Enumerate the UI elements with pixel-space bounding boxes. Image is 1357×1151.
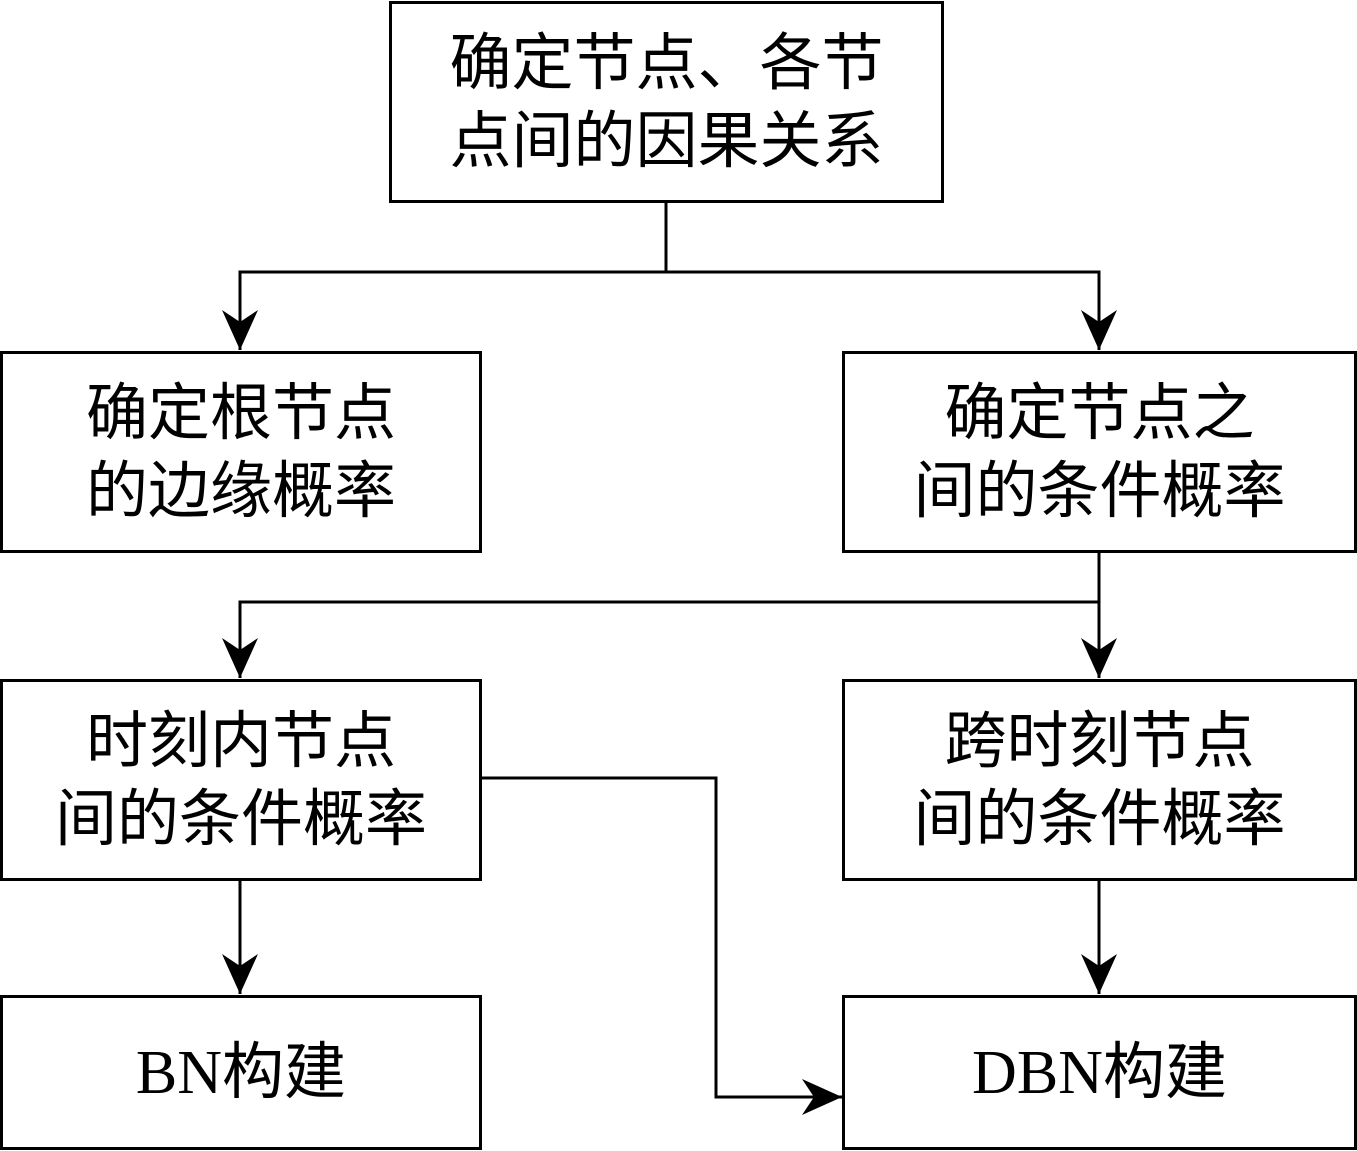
node-dbn-label: DBN构建 (972, 1038, 1227, 1107)
edge-intra-to-dbn (482, 776, 842, 1099)
arrowhead-dbn-from-inter (1081, 954, 1117, 994)
node-inter-slice-conditional: 跨时刻节点 间的条件概率 (842, 679, 1357, 881)
arrowhead-bn (222, 954, 258, 994)
edge-causal-to-marginal (238, 202, 668, 350)
edge-conditional-to-intra (238, 552, 1101, 678)
node-intra-line-2: 间的条件概率 (54, 782, 427, 855)
arrowhead-intra (222, 638, 258, 678)
node-causal-line-1: 确定节点、各节 (449, 26, 884, 99)
node-dbn-construction: DBN构建 (842, 995, 1357, 1150)
arrowhead-inter (1081, 638, 1117, 678)
arrowhead-dbn-from-intra (802, 1079, 842, 1115)
node-bn-label: BN构建 (135, 1038, 347, 1107)
node-intra-line-1: 时刻内节点 (85, 704, 396, 777)
node-conditional-probability: 确定节点之 间的条件概率 (842, 351, 1357, 553)
node-conditional-line-1: 确定节点之 (944, 376, 1255, 449)
node-marginal-line-1: 确定根节点 (85, 376, 396, 449)
node-inter-line-2: 间的条件概率 (913, 782, 1286, 855)
node-bn-construction: BN构建 (0, 995, 482, 1150)
node-causal-line-2: 点间的因果关系 (449, 104, 884, 177)
node-inter-line-1: 跨时刻节点 (944, 704, 1255, 777)
node-marginal-line-2: 的边缘概率 (85, 454, 396, 527)
arrowhead-marginal (222, 310, 258, 350)
node-causal-relations: 确定节点、各节 点间的因果关系 (389, 1, 944, 203)
arrowhead-conditional (1081, 310, 1117, 350)
node-root-marginal-probability: 确定根节点 的边缘概率 (0, 351, 482, 553)
node-conditional-line-2: 间的条件概率 (913, 454, 1286, 527)
edge-causal-to-conditional (666, 270, 1101, 350)
node-intra-slice-conditional: 时刻内节点 间的条件概率 (0, 679, 482, 881)
